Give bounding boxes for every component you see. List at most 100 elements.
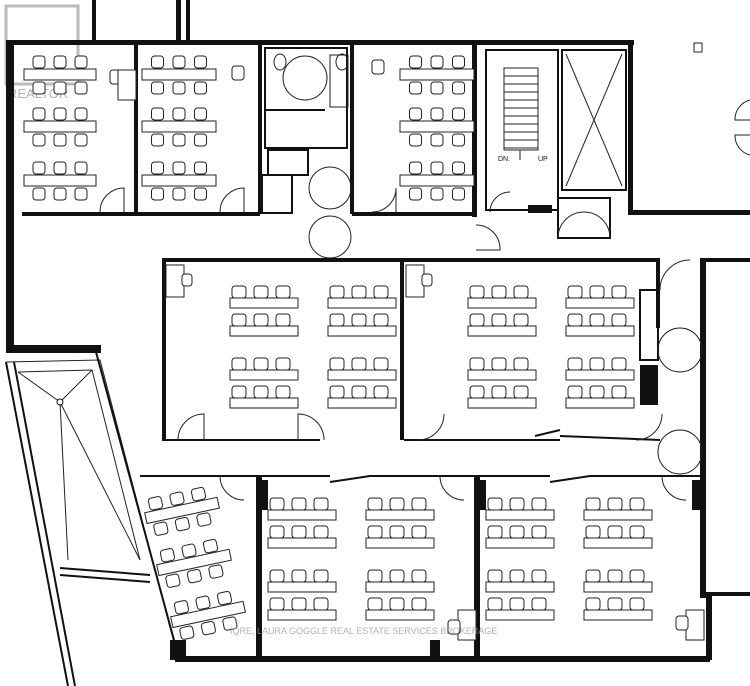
chair — [531, 525, 547, 539]
chair — [231, 285, 247, 299]
desk-cluster — [141, 55, 217, 95]
chair — [509, 525, 525, 539]
chair — [430, 107, 444, 121]
desk-pod — [267, 569, 337, 621]
desk-pod — [229, 285, 299, 337]
chair — [430, 161, 444, 175]
desk-pod — [467, 285, 537, 337]
chair — [351, 385, 367, 399]
chair — [172, 161, 186, 175]
chair — [351, 285, 367, 299]
desk-pod — [485, 497, 555, 549]
chair — [409, 81, 422, 95]
chair — [452, 81, 465, 95]
desk-table — [467, 397, 537, 409]
teacher-desk — [117, 69, 137, 101]
chair — [74, 81, 88, 95]
chair — [172, 107, 186, 121]
chair — [329, 313, 345, 327]
chair — [629, 497, 645, 511]
chair — [291, 497, 307, 511]
desk-table — [327, 397, 397, 409]
chair — [373, 285, 389, 299]
desk-table — [156, 548, 232, 577]
chair — [452, 55, 465, 69]
chair — [509, 569, 525, 583]
desk-table — [565, 297, 635, 309]
chair — [430, 55, 444, 69]
chair — [231, 385, 247, 399]
chair — [194, 81, 207, 95]
chair — [172, 187, 186, 201]
desk-table — [23, 120, 97, 133]
chair — [74, 133, 88, 147]
chair — [32, 81, 46, 95]
chair — [151, 55, 164, 69]
chair — [487, 597, 503, 611]
desk-table — [327, 297, 397, 309]
chair — [513, 285, 529, 299]
chair — [275, 385, 291, 399]
chair — [567, 313, 583, 327]
desk-table — [467, 325, 537, 337]
chair — [174, 516, 190, 532]
chair — [291, 569, 307, 583]
chair — [269, 569, 285, 583]
chair — [269, 525, 285, 539]
chair — [611, 313, 627, 327]
desk-cluster — [399, 161, 475, 201]
desk-table — [267, 609, 337, 621]
chair — [151, 81, 164, 95]
chair — [491, 357, 507, 371]
chair — [607, 597, 623, 611]
chair — [373, 357, 389, 371]
chair — [194, 107, 207, 121]
chair — [195, 595, 211, 610]
desk-pod — [485, 569, 555, 621]
chair — [411, 497, 427, 511]
desk-cluster — [399, 55, 475, 95]
chair — [469, 313, 485, 327]
desk-cluster — [23, 107, 97, 147]
chair — [469, 357, 485, 371]
chair — [607, 569, 623, 583]
chair — [611, 385, 627, 399]
chair — [269, 497, 285, 511]
chair — [367, 525, 383, 539]
desk-pod — [365, 569, 435, 621]
desk-cluster-angled — [170, 590, 246, 640]
chair — [74, 161, 88, 175]
chair — [589, 285, 605, 299]
chair — [53, 107, 67, 121]
stair-elevator-core: DN. UP — [485, 42, 750, 239]
desk-table — [467, 297, 537, 309]
desk-table — [565, 397, 635, 409]
desk-cluster — [399, 107, 475, 147]
chair — [491, 313, 507, 327]
chair — [291, 525, 307, 539]
chair — [373, 385, 389, 399]
chair — [531, 497, 547, 511]
desk-pod — [565, 357, 635, 409]
chair — [147, 496, 164, 511]
chair — [452, 161, 465, 175]
desk-table — [485, 581, 555, 593]
desk-pod — [267, 497, 337, 549]
chair — [313, 497, 329, 511]
chair — [607, 497, 623, 511]
chair — [491, 385, 507, 399]
chair — [409, 133, 422, 147]
desk-table — [267, 581, 337, 593]
desk-table — [229, 325, 299, 337]
chair — [172, 55, 186, 69]
chair — [291, 597, 307, 611]
chair — [313, 569, 329, 583]
desk-table — [267, 509, 337, 521]
chair — [216, 590, 233, 606]
chair — [74, 55, 88, 69]
chair — [190, 486, 207, 502]
chair — [53, 133, 67, 147]
teacher-chair — [231, 65, 245, 81]
desk-cluster — [23, 55, 97, 95]
desk-pod — [229, 357, 299, 409]
